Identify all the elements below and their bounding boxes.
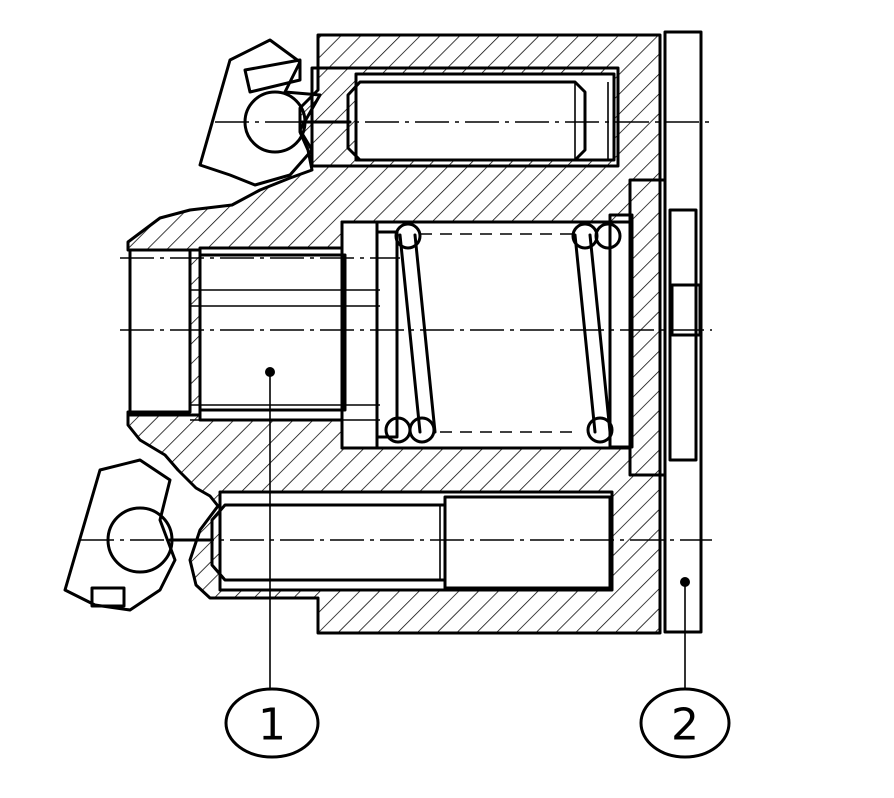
balloon-2: [639, 687, 731, 759]
cylinder-block: [126, 33, 662, 635]
centerlines: [80, 121, 712, 541]
balloon-1-label: 1: [258, 700, 286, 751]
balloon-2-label: 2: [671, 700, 699, 751]
callout-2: 2: [639, 577, 731, 759]
valve-plate: [628, 30, 703, 634]
balloon-1: [224, 687, 320, 759]
center-bore: [128, 213, 634, 450]
callout-1: 1: [224, 367, 320, 759]
